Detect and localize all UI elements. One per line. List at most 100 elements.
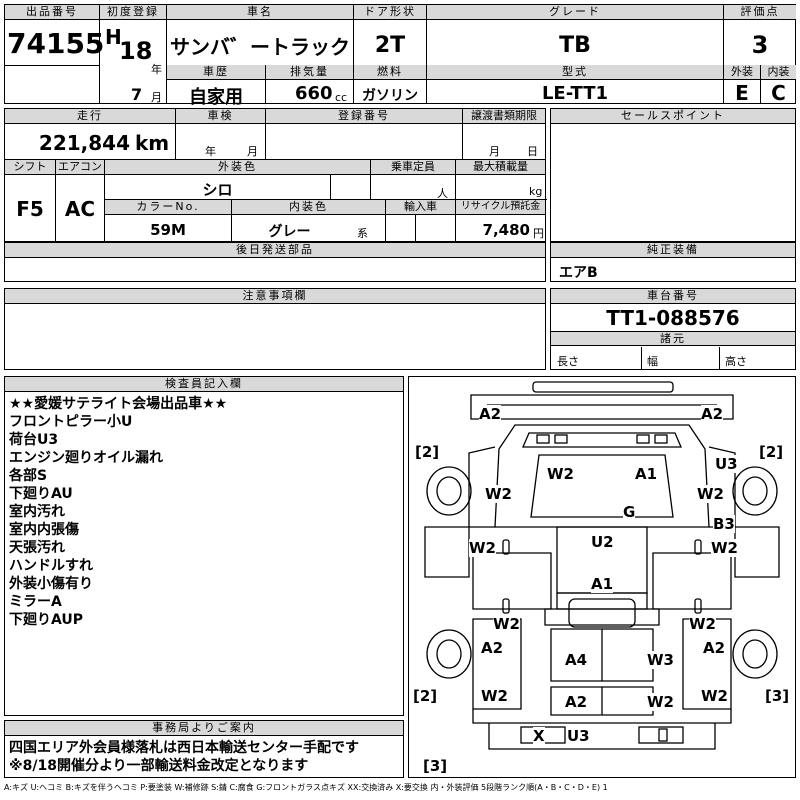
genuine-label: 純正装備 [551,243,795,258]
inspector-line: ミラーA [9,594,62,610]
lot-no-label: 出品番号 [5,5,99,20]
ext-color-label: 外装色 [105,160,370,175]
int-color: グレー [268,224,311,240]
damage-mark: W3 [647,651,674,669]
displacement-label: 排気量 [266,65,353,80]
damage-mark: W2 [493,615,520,633]
damage-mark: A4 [565,651,588,669]
damage-mark: W2 [701,687,728,705]
score-label: 評価点 [724,5,796,20]
int-color-label: 内装色 [232,200,385,215]
reg-no-label: 登録番号 [266,109,462,124]
office-line: ※8/18開催分より一部輸送料金改定となります [9,758,309,774]
damage-mark: [3] [423,757,448,775]
sales-point-block: セールスポイント [550,108,796,242]
int-label: 内装 [761,65,796,80]
vehicle-info-block: 走行 221,844 km 車検 年 月 登録番号 譲渡書類期限 月 日 シフト… [4,108,547,243]
damage-mark: [2] [759,443,784,461]
damage-mark: A2 [479,405,502,423]
legend: A:キズ U:ヘコミ B:キズを伴うヘコミ P:要塗装 W:補修跡 S:錆 C:… [4,783,608,792]
lot-no: 74155 [7,27,105,60]
mileage-label: 走行 [5,109,175,124]
damage-mark: U3 [567,727,590,745]
grade-label: グレード [427,5,723,20]
ext-label: 外装 [724,65,760,80]
era: H [105,25,122,49]
recycle-label: リサイクル預託金 [456,200,545,215]
color-no: 59M [150,221,186,239]
spec-label: 諸元 [551,331,795,346]
damage-mark: [2] [415,443,440,461]
width-label: 幅 [647,355,658,368]
damage-mark: A2 [481,639,504,657]
damage-mark: W2 [547,465,574,483]
sales-point-label: セールスポイント [551,109,795,124]
damage-mark: B3 [713,515,735,533]
insp-month-unit: 月 [247,145,258,158]
displacement: 660 [295,83,333,104]
transfer-month-unit: 月 [489,145,500,158]
caution-label: 注意事項欄 [5,289,545,304]
inspector-line: ハンドルすれ [9,558,93,574]
first-reg-label: 初度登録 [100,5,166,20]
damage-mark: X [533,727,545,745]
inspector-line: 各部S [9,468,48,484]
ac: AC [64,197,96,221]
chassis: TT1-088576 [606,306,740,330]
damage-mark: G [623,503,636,521]
shift-label: シフト [5,160,55,175]
score: 3 [751,31,769,59]
genuine: エアB [559,265,598,281]
length-label: 長さ [557,355,579,368]
inspector-line: 天張汚れ [9,540,65,556]
damage-mark: W2 [469,539,496,557]
first-reg-month: 7 [131,85,143,104]
damage-mark: W2 [647,693,674,711]
later-parts-block: 後日発送部品 [4,242,546,282]
damage-mark: W2 [711,539,738,557]
damage-mark: W2 [481,687,508,705]
inspector-line: フロントピラー小U [9,414,133,430]
capacity-unit: 人 [437,187,448,200]
transfer-day-unit: 日 [527,145,538,158]
fuel-label: 燃料 [354,65,426,80]
inspector-label: 検査員記入欄 [5,377,403,392]
damage-mark: U3 [715,455,738,473]
damage-mark: U2 [591,533,614,551]
inspector-line: 外装小傷有り [9,576,93,592]
grade: TB [559,33,591,58]
damage-mark: A2 [701,405,724,423]
inspector-line: エンジン廻りオイル漏れ [9,450,163,466]
ext-color: シロ [202,181,233,199]
header-block: 出品番号 74155 初度登録 H 18 年 7 月 車名 サンバ゛ートラック … [4,4,796,108]
chassis-label: 車台番号 [551,289,795,304]
load-unit: kg [529,185,543,198]
recycle-unit: 円 [533,227,544,240]
damage-mark: A1 [591,575,614,593]
inspection-label: 車検 [176,109,265,124]
int-grade: C [771,81,786,105]
capacity-label: 乗車定員 [371,160,455,175]
damage-mark: W2 [485,485,512,503]
recycle: 7,480 [482,221,530,239]
inspector-line: 室内汚れ [9,504,65,520]
color-no-label: カラーNo. [105,200,231,215]
history: 自家用 [189,87,243,108]
month-unit: 月 [151,91,162,104]
damage-mark: A2 [703,639,726,657]
damage-mark: [2] [413,687,438,705]
damage-mark: A2 [565,693,588,711]
mileage: 221,844 [38,131,130,155]
model: LE-TT1 [541,83,609,104]
inspector-line: 下廻りAU [9,486,73,502]
office-block: 事務局よりご案内 四国エリア外会員様落札は西日本輸送センター手配です ※8/18… [4,720,404,778]
caution-block: 注意事項欄 [4,288,546,370]
car-outline [424,381,780,750]
year-unit: 年 [151,63,162,76]
history-label: 車歴 [167,65,265,80]
damage-mark: A1 [635,465,658,483]
fuel: ガソリン [362,88,418,104]
chassis-block: 車台番号 TT1-088576 諸元 長さ 幅 高さ [550,288,796,370]
import-label: 輸入車 [386,200,455,215]
